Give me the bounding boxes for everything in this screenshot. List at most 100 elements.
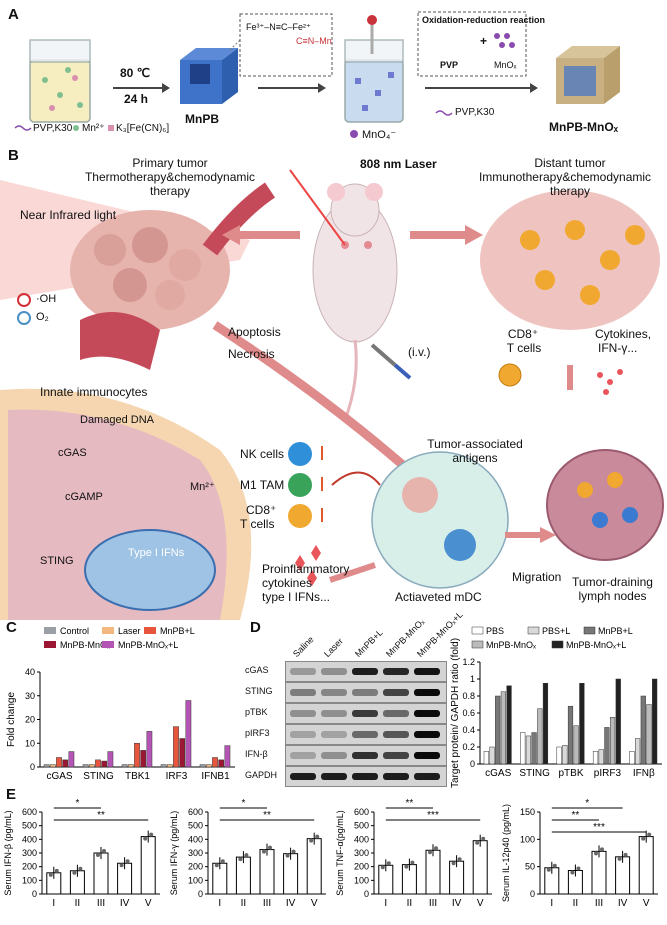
blot-band bbox=[321, 731, 347, 738]
x-tick-label: I bbox=[52, 898, 55, 909]
significance-label: *** bbox=[427, 810, 439, 821]
bar bbox=[56, 757, 62, 768]
data-point bbox=[617, 856, 622, 861]
x-tick-label: IRF3 bbox=[166, 771, 188, 782]
bar bbox=[483, 751, 489, 765]
bar bbox=[173, 726, 179, 768]
y-tick-label: 150 bbox=[520, 807, 535, 817]
blot-band bbox=[383, 710, 409, 717]
y-tick-label: 1.2 bbox=[462, 657, 475, 667]
blot-band bbox=[352, 752, 378, 759]
redox-title: Oxidation-reduction reaction bbox=[422, 15, 546, 25]
legend-label: MnPB-MnOₓ+L bbox=[118, 640, 178, 650]
y-tick-label: 0 bbox=[364, 889, 369, 899]
bar bbox=[531, 732, 537, 765]
y-tick-label: 0.8 bbox=[462, 691, 475, 701]
data-point bbox=[238, 857, 243, 862]
ifn-gamma-label: IFN-γ... bbox=[598, 341, 638, 355]
data-point bbox=[457, 857, 462, 862]
bar bbox=[635, 738, 641, 765]
data-point bbox=[285, 853, 290, 858]
temperature-label: 80 ℃ bbox=[120, 66, 151, 80]
y-axis-label: Serum IL-12p40 (pg/mL) bbox=[501, 804, 511, 902]
bar bbox=[127, 764, 134, 768]
x-tick-label: STING bbox=[83, 771, 114, 782]
legend-pvp-label: PVP,K30 bbox=[33, 123, 73, 134]
bar bbox=[179, 738, 186, 768]
x-tick-label: IFNB1 bbox=[201, 771, 230, 782]
data-point bbox=[552, 863, 557, 868]
bar bbox=[93, 852, 109, 895]
legend-label: MnPB-MnOₓ bbox=[486, 640, 536, 650]
significance-label: ** bbox=[263, 810, 271, 821]
y-tick-label: 100 bbox=[354, 875, 369, 885]
bar bbox=[495, 695, 501, 765]
blot-band bbox=[290, 731, 316, 738]
primary-tumor-therapy-2: therapy bbox=[149, 184, 191, 198]
y-tick-label: 200 bbox=[22, 862, 37, 872]
x-tick-label: pIRF3 bbox=[594, 768, 622, 779]
cytokines-label-b: cytokines bbox=[262, 576, 313, 590]
blot-band bbox=[321, 710, 347, 717]
data-point bbox=[72, 870, 77, 875]
bar bbox=[562, 745, 568, 765]
data-point bbox=[125, 859, 130, 864]
y-tick-label: 500 bbox=[354, 821, 369, 831]
bar bbox=[537, 708, 543, 765]
bar bbox=[638, 836, 654, 895]
y-tick-label: 0.6 bbox=[462, 708, 475, 718]
mnpb-mnox-cube bbox=[556, 46, 620, 104]
bar bbox=[140, 750, 147, 768]
legend-swatch bbox=[583, 626, 596, 635]
blot-strip bbox=[285, 724, 447, 745]
bar bbox=[652, 678, 658, 765]
x-tick-label: II bbox=[573, 898, 579, 909]
product-label: MnPB-MnOₓ bbox=[549, 120, 619, 134]
legend-swatch bbox=[44, 641, 56, 648]
y-tick-label: 50 bbox=[525, 862, 535, 872]
significance-label: *** bbox=[593, 822, 605, 833]
x-tick-label: V bbox=[145, 898, 152, 909]
blot-row-label: pIRF3 bbox=[245, 728, 270, 738]
cd8-label-b: CD8⁺ bbox=[246, 503, 277, 517]
data-point bbox=[291, 849, 296, 854]
panel-label-e: E bbox=[6, 786, 17, 803]
distant-tumor-title: Distant tumor bbox=[534, 156, 606, 170]
legend-label: Laser bbox=[118, 626, 141, 636]
legend-swatch bbox=[102, 627, 114, 634]
cn-mn-label: C≡N–Mn bbox=[296, 36, 332, 46]
blot-row: GAPDH bbox=[243, 765, 448, 787]
legend-label: MnPB-MnOₓ+L bbox=[566, 640, 626, 650]
mn2-label: Mn²⁺ bbox=[190, 481, 215, 493]
y-tick-label: 600 bbox=[354, 807, 369, 817]
data-point bbox=[386, 861, 391, 866]
data-point bbox=[309, 838, 314, 843]
primary-tumor-therapy: Thermotherapy&chemodynamic bbox=[84, 170, 256, 184]
mnpb-label: MnPB bbox=[185, 112, 219, 126]
necrosis-label: Necrosis bbox=[228, 347, 275, 361]
beaker-mnpb bbox=[344, 15, 404, 123]
blot-band bbox=[290, 710, 316, 717]
data-point bbox=[315, 834, 320, 839]
bar bbox=[95, 759, 101, 768]
blot-band bbox=[414, 752, 440, 759]
cgas-label: cGAS bbox=[58, 447, 87, 459]
data-point bbox=[380, 865, 385, 870]
x-tick-label: IV bbox=[618, 898, 628, 909]
bar bbox=[598, 749, 604, 765]
data-point bbox=[576, 866, 581, 871]
x-tick-label: I bbox=[384, 898, 387, 909]
mouse-graphic bbox=[312, 183, 398, 421]
data-point bbox=[96, 853, 100, 857]
nk-cells-label: NK cells bbox=[240, 447, 285, 461]
cytokines-label: Cytokines, bbox=[595, 327, 652, 341]
y-axis-label: Serum IFN-β (pg/mL) bbox=[3, 810, 13, 895]
distant-tumor-therapy: Immunotherapy&chemodynamic bbox=[478, 170, 652, 184]
legend-swatch bbox=[527, 626, 540, 635]
blot-row: pTBK bbox=[243, 702, 448, 724]
cd8-label: CD8⁺ bbox=[507, 327, 539, 341]
bar bbox=[425, 849, 441, 895]
y-tick-label: 40 bbox=[25, 667, 35, 677]
